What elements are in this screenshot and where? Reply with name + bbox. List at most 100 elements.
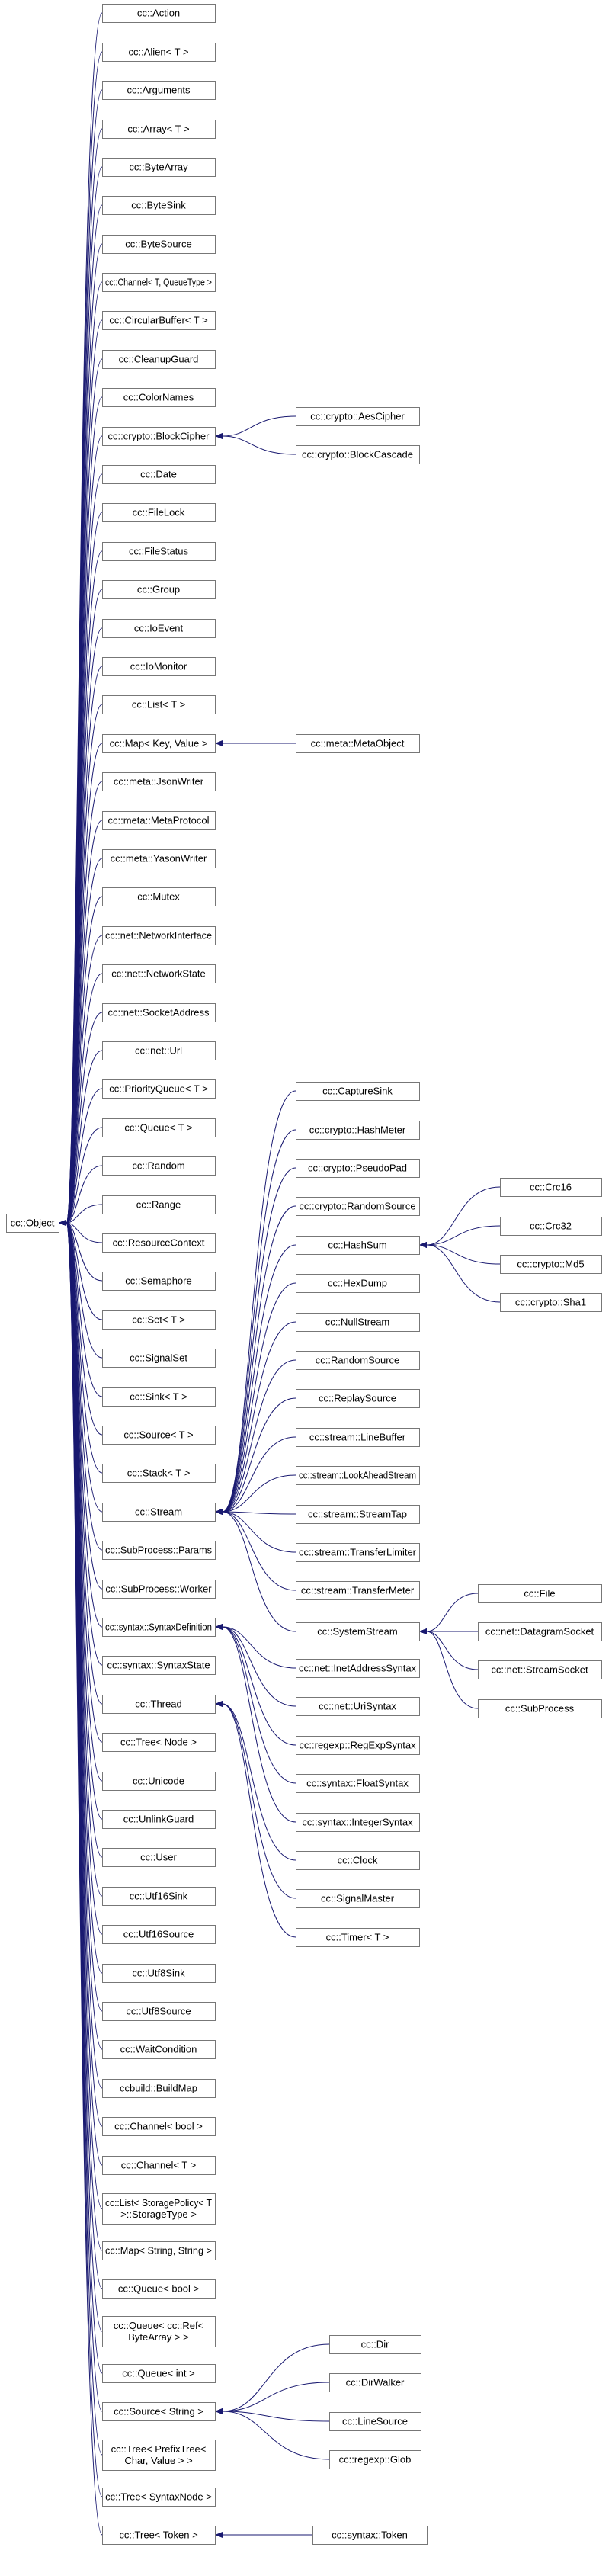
class-node-range[interactable]: cc::Range	[102, 1195, 216, 1214]
class-node-channel_bool[interactable]: cc::Channel< bool >	[102, 2117, 216, 2136]
class-node-systemstream[interactable]: cc::SystemStream	[296, 1622, 420, 1641]
class-node-netif[interactable]: cc::net::NetworkInterface	[102, 926, 216, 945]
class-node-tree_syntax[interactable]: cc::Tree< SyntaxNode >	[102, 2488, 216, 2507]
class-node-aescipher[interactable]: cc::crypto::AesCipher	[296, 407, 420, 426]
class-node-timer[interactable]: cc::Timer< T >	[296, 1928, 420, 1947]
class-node-sockaddr[interactable]: cc::net::SocketAddress	[102, 1003, 216, 1022]
class-node-mutex[interactable]: cc::Mutex	[102, 887, 216, 906]
class-node-crc32[interactable]: cc::Crc32	[500, 1217, 602, 1236]
class-node-linesource[interactable]: cc::LineSource	[329, 2412, 421, 2431]
class-node-array[interactable]: cc::Array< T >	[102, 120, 216, 139]
class-node-unicode[interactable]: cc::Unicode	[102, 1772, 216, 1791]
class-node-syntaxdef[interactable]: cc::syntax::SyntaxDefinition	[102, 1618, 216, 1637]
class-node-capturesink[interactable]: cc::CaptureSink	[296, 1082, 420, 1101]
class-node-dir[interactable]: cc::Dir	[329, 2335, 421, 2354]
class-node-bytesink[interactable]: cc::ByteSink	[102, 196, 216, 215]
class-node-pseudopad[interactable]: cc::crypto::PseudoPad	[296, 1159, 420, 1178]
class-node-utf16source[interactable]: cc::Utf16Source	[102, 1925, 216, 1944]
class-node-bytearray[interactable]: cc::ByteArray	[102, 158, 216, 177]
class-node-arguments[interactable]: cc::Arguments	[102, 81, 216, 100]
class-node-token[interactable]: cc::syntax::Token	[312, 2526, 428, 2545]
class-node-rescontext[interactable]: cc::ResourceContext	[102, 1233, 216, 1253]
class-node-subprocess[interactable]: cc::SubProcess	[478, 1699, 602, 1718]
class-node-filelock[interactable]: cc::FileLock	[102, 503, 216, 522]
class-node-sink[interactable]: cc::Sink< T >	[102, 1387, 216, 1407]
class-node-list_sp[interactable]: cc::List< StoragePolicy< T>::StorageType…	[102, 2193, 216, 2225]
class-node-queue_ref[interactable]: cc::Queue< cc::Ref<ByteArray > >	[102, 2316, 216, 2347]
class-node-queue_bool[interactable]: cc::Queue< bool >	[102, 2279, 216, 2299]
class-node-metaprotocol[interactable]: cc::meta::MetaProtocol	[102, 811, 216, 830]
class-node-waitcond[interactable]: cc::WaitCondition	[102, 2040, 216, 2059]
class-node-subworker[interactable]: cc::SubProcess::Worker	[102, 1580, 216, 1599]
class-node-cleanupguard[interactable]: cc::CleanupGuard	[102, 350, 216, 369]
class-node-tree_prefix[interactable]: cc::Tree< PrefixTree<Char, Value > >	[102, 2440, 216, 2471]
class-node-jsonwriter[interactable]: cc::meta::JsonWriter	[102, 772, 216, 791]
class-node-thread[interactable]: cc::Thread	[102, 1695, 216, 1714]
class-node-regexpsyntax[interactable]: cc::regexp::RegExpSyntax	[296, 1736, 420, 1755]
class-node-transmeter[interactable]: cc::stream::TransferMeter	[296, 1581, 420, 1600]
class-node-dgramsock[interactable]: cc::net::DatagramSocket	[478, 1622, 602, 1641]
class-node-randomsource[interactable]: cc::RandomSource	[296, 1351, 420, 1370]
class-node-url[interactable]: cc::net::Url	[102, 1041, 216, 1060]
class-node-netstate[interactable]: cc::net::NetworkState	[102, 964, 216, 983]
class-node-syntaxstate[interactable]: cc::syntax::SyntaxState	[102, 1656, 216, 1675]
class-node-colornames[interactable]: cc::ColorNames	[102, 388, 216, 407]
class-node-intsyntax[interactable]: cc::syntax::IntegerSyntax	[296, 1813, 420, 1832]
class-node-source_t[interactable]: cc::Source< T >	[102, 1426, 216, 1445]
class-node-crc16[interactable]: cc::Crc16	[500, 1178, 602, 1197]
class-node-unlinkguard[interactable]: cc::UnlinkGuard	[102, 1810, 216, 1829]
class-node-nullstream[interactable]: cc::NullStream	[296, 1313, 420, 1332]
class-node-yasonwriter[interactable]: cc::meta::YasonWriter	[102, 849, 216, 868]
class-node-stack[interactable]: cc::Stack< T >	[102, 1464, 216, 1483]
class-node-md5[interactable]: cc::crypto::Md5	[500, 1255, 602, 1274]
class-node-randomsource_c[interactable]: cc::crypto::RandomSource	[296, 1197, 420, 1216]
class-node-object[interactable]: cc::Object	[6, 1214, 59, 1233]
class-node-filestatus[interactable]: cc::FileStatus	[102, 542, 216, 561]
class-node-random[interactable]: cc::Random	[102, 1156, 216, 1176]
class-node-hashmeter[interactable]: cc::crypto::HashMeter	[296, 1121, 420, 1140]
class-node-semaphore[interactable]: cc::Semaphore	[102, 1272, 216, 1291]
class-node-hashsum[interactable]: cc::HashSum	[296, 1236, 420, 1255]
class-node-utf8sink[interactable]: cc::Utf8Sink	[102, 1964, 216, 1983]
class-node-floatsyntax[interactable]: cc::syntax::FloatSyntax	[296, 1774, 420, 1793]
class-node-utf8source[interactable]: cc::Utf8Source	[102, 2002, 216, 2021]
class-node-tree_node[interactable]: cc::Tree< Node >	[102, 1733, 216, 1752]
class-node-metaobject[interactable]: cc::meta::MetaObject	[296, 734, 420, 753]
class-node-group[interactable]: cc::Group	[102, 580, 216, 599]
class-node-queue_t[interactable]: cc::Queue< T >	[102, 1118, 216, 1137]
class-node-buildmap[interactable]: ccbuild::BuildMap	[102, 2079, 216, 2098]
class-node-lookahead[interactable]: cc::stream::LookAheadStream	[296, 1466, 420, 1485]
class-node-list[interactable]: cc::List< T >	[102, 695, 216, 714]
class-node-bytesource[interactable]: cc::ByteSource	[102, 235, 216, 254]
class-node-stream[interactable]: cc::Stream	[102, 1503, 216, 1522]
class-node-replaysource[interactable]: cc::ReplaySource	[296, 1389, 420, 1408]
class-node-set[interactable]: cc::Set< T >	[102, 1310, 216, 1330]
class-node-subparams[interactable]: cc::SubProcess::Params	[102, 1541, 216, 1560]
class-node-urisyntax[interactable]: cc::net::UriSyntax	[296, 1697, 420, 1716]
class-node-file[interactable]: cc::File	[478, 1584, 602, 1603]
class-node-user[interactable]: cc::User	[102, 1848, 216, 1867]
class-node-streamsock[interactable]: cc::net::StreamSocket	[478, 1660, 602, 1679]
class-node-signalset[interactable]: cc::SignalSet	[102, 1349, 216, 1368]
class-node-map_ss[interactable]: cc::Map< String, String >	[102, 2241, 216, 2260]
class-node-blockcipher[interactable]: cc::crypto::BlockCipher	[102, 427, 216, 446]
class-node-source_str[interactable]: cc::Source< String >	[102, 2402, 216, 2421]
class-node-tree_token[interactable]: cc::Tree< Token >	[102, 2526, 216, 2545]
class-node-map_kv[interactable]: cc::Map< Key, Value >	[102, 734, 216, 753]
class-node-linebuffer[interactable]: cc::stream::LineBuffer	[296, 1428, 420, 1447]
class-node-inetsyntax[interactable]: cc::net::InetAddressSyntax	[296, 1659, 420, 1678]
class-node-circularbuffer[interactable]: cc::CircularBuffer< T >	[102, 311, 216, 330]
class-node-utf16sink[interactable]: cc::Utf16Sink	[102, 1887, 216, 1906]
class-node-glob[interactable]: cc::regexp::Glob	[329, 2450, 421, 2469]
class-node-hexdump[interactable]: cc::HexDump	[296, 1274, 420, 1293]
class-node-signalmaster[interactable]: cc::SignalMaster	[296, 1889, 420, 1908]
class-node-channel_t[interactable]: cc::Channel< T >	[102, 2156, 216, 2175]
class-node-queue_int[interactable]: cc::Queue< int >	[102, 2364, 216, 2383]
class-node-alien[interactable]: cc::Alien< T >	[102, 43, 216, 62]
class-node-prioqueue[interactable]: cc::PriorityQueue< T >	[102, 1079, 216, 1099]
class-node-blockcascade[interactable]: cc::crypto::BlockCascade	[296, 445, 420, 464]
class-node-clock[interactable]: cc::Clock	[296, 1851, 420, 1870]
class-node-date[interactable]: cc::Date	[102, 465, 216, 484]
class-node-translimiter[interactable]: cc::stream::TransferLimiter	[296, 1543, 420, 1562]
class-node-channel_tq[interactable]: cc::Channel< T, QueueType >	[102, 273, 216, 292]
